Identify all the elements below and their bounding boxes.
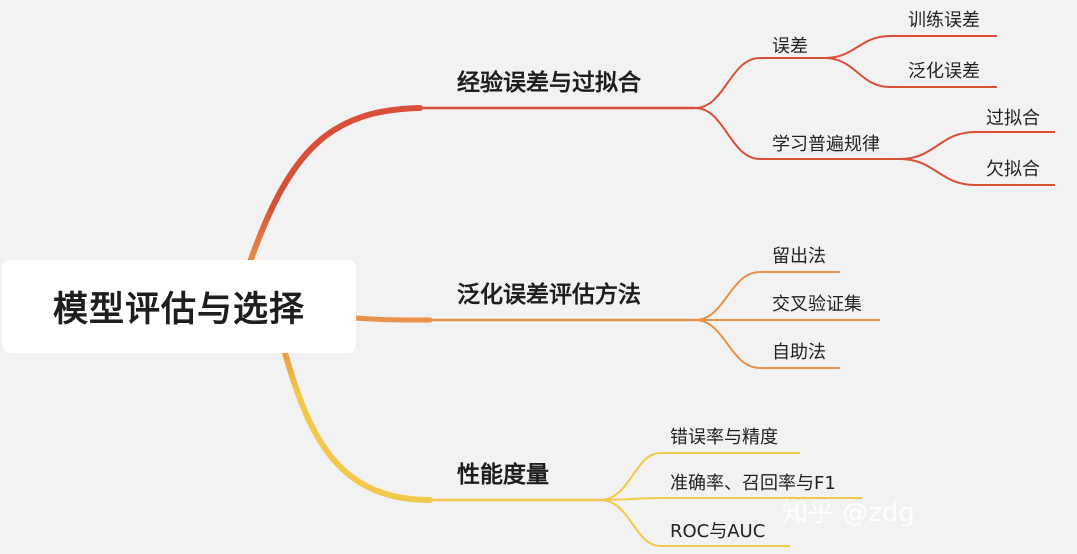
node-bootstrapping[interactable]: 自助法 — [772, 342, 826, 363]
branch-node-evaluation-methods[interactable]: 泛化误差评估方法 — [457, 282, 641, 308]
node-precision-recall-f1[interactable]: 准确率、召回率与F1 — [670, 473, 836, 494]
root-node[interactable]: 模型评估与选择 — [2, 260, 356, 353]
node-error-rate-accuracy[interactable]: 错误率与精度 — [670, 427, 778, 448]
watermark: 知乎 @zdg — [782, 498, 915, 528]
connector-branch-3 — [282, 350, 433, 503]
root-node-label: 模型评估与选择 — [52, 290, 305, 330]
node-cross-validation[interactable]: 交叉验证集 — [772, 294, 862, 315]
node-underfitting[interactable]: 欠拟合 — [986, 159, 1040, 180]
connector-branch-2 — [353, 315, 433, 323]
branch-node-empirical-error[interactable]: 经验误差与过拟合 — [457, 70, 641, 96]
node-training-error[interactable]: 训练误差 — [908, 10, 980, 31]
branch-node-performance-measure[interactable]: 性能度量 — [457, 462, 549, 488]
node-error[interactable]: 误差 — [772, 36, 808, 57]
node-generalization-error[interactable]: 泛化误差 — [908, 61, 980, 82]
node-roc-auc[interactable]: ROC与AUC — [670, 521, 766, 542]
connector-branch-1 — [247, 105, 423, 265]
node-learn-general-rules[interactable]: 学习普遍规律 — [772, 134, 880, 155]
node-hold-out[interactable]: 留出法 — [772, 246, 826, 267]
node-overfitting[interactable]: 过拟合 — [986, 108, 1040, 129]
